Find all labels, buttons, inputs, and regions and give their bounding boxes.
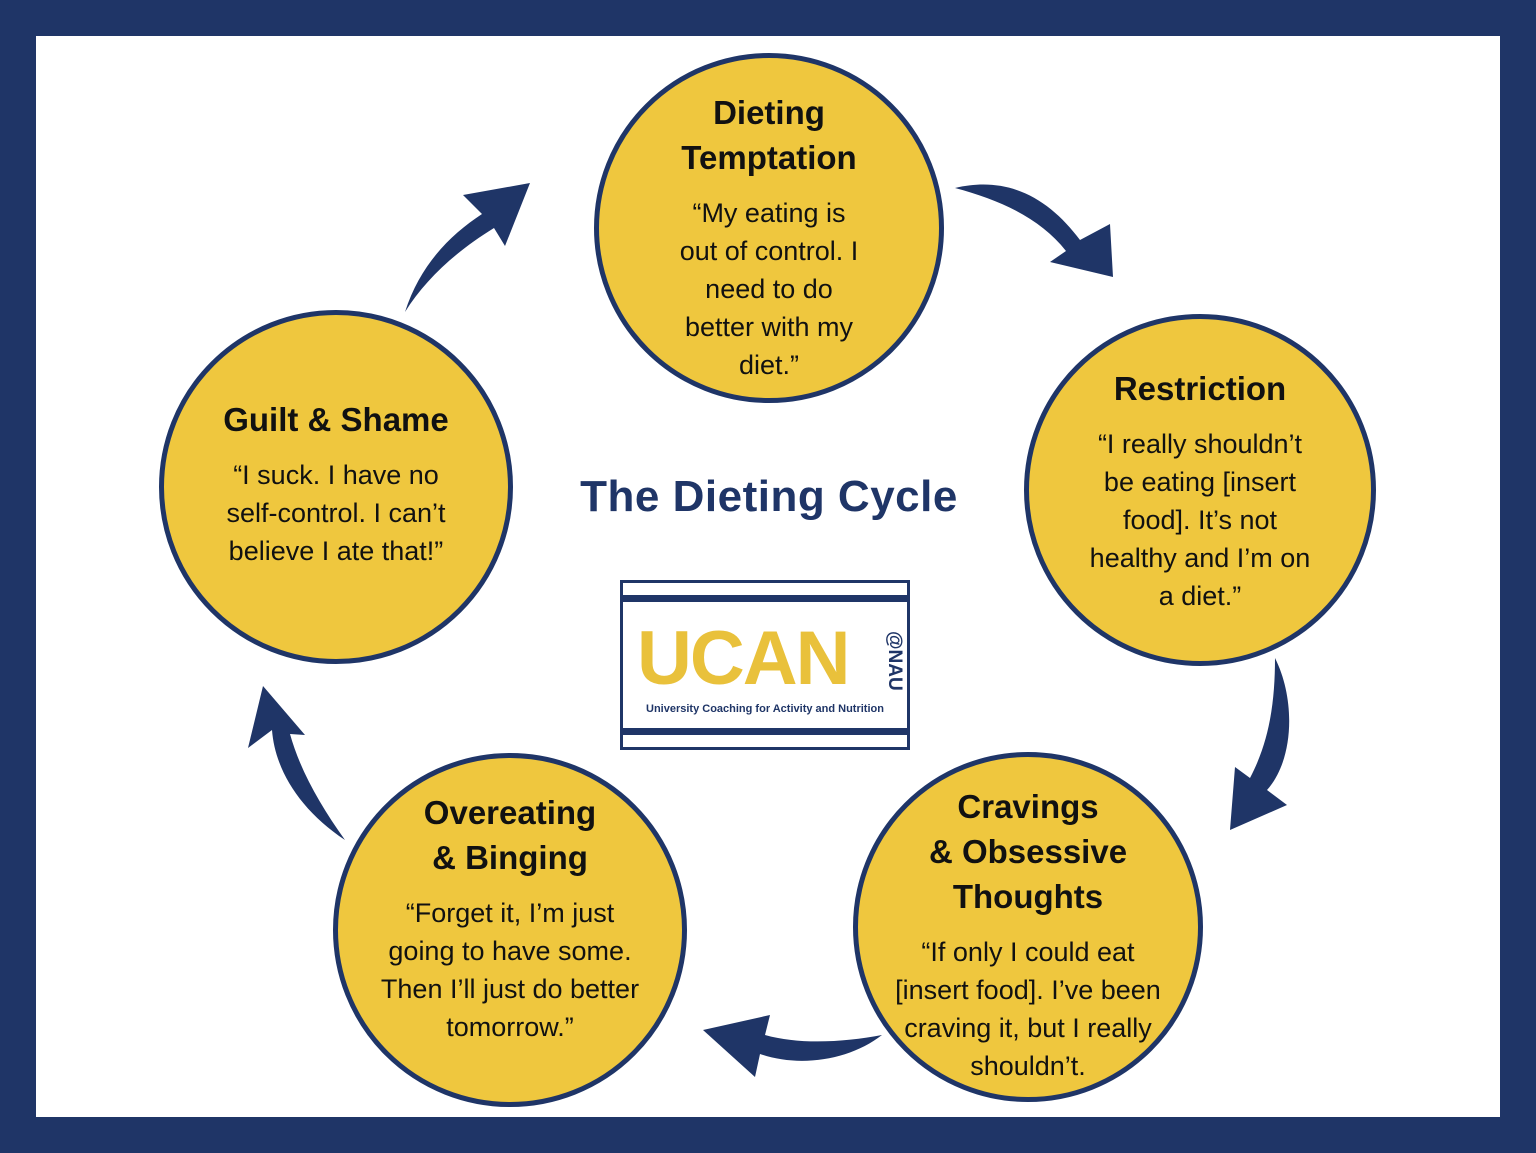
ucan-logo: UCAN @NAU University Coaching for Activi… [620, 580, 910, 750]
node-title: Overeating & Binging [423, 794, 597, 876]
node-quote: “My eating is out of control. I need to … [679, 198, 859, 380]
node-title: Guilt & Shame [223, 401, 449, 438]
node-dieting-temptation: Dieting Temptation “My eating is out of … [594, 53, 944, 403]
node-title: Dieting Temptation [681, 94, 857, 176]
diagram-title: The Dieting Cycle [580, 472, 958, 521]
arrow-restriction-to-cravings [1230, 658, 1290, 830]
node-cravings: Cravings & Obsessive Thoughts “If only I… [853, 752, 1203, 1102]
node-title: Cravings & Obsessive Thoughts [928, 787, 1128, 915]
node-title: Restriction [1113, 369, 1287, 407]
logo-subtitle: University Coaching for Activity and Nut… [646, 703, 884, 715]
node-guilt-shame: Guilt & Shame “I suck. I have no self-co… [159, 310, 513, 664]
node-overeating: Overeating & Binging “Forget it, I’m jus… [333, 753, 687, 1107]
node-quote: “I really shouldn’t be eating [insert fo… [1089, 428, 1311, 611]
logo-at-nau: @NAU [884, 631, 905, 691]
node-quote: “I suck. I have no self-control. I can’t… [226, 460, 446, 566]
logo-bottom-bar [623, 728, 907, 735]
node-quote: “If only I could eat [insert food]. I’ve… [895, 936, 1161, 1081]
arrow-cravings-to-overeating [703, 1015, 882, 1077]
logo-top-bar [623, 595, 907, 602]
arrow-guilt-to-temptation [405, 183, 530, 312]
node-quote: “Forget it, I’m just going to have some.… [380, 898, 640, 1042]
arrow-overeating-to-guilt [248, 686, 345, 840]
logo-wordmark: UCAN [637, 616, 851, 701]
arrow-temptation-to-restriction [955, 184, 1113, 277]
node-restriction: Restriction “I really shouldn’t be eatin… [1024, 314, 1376, 666]
